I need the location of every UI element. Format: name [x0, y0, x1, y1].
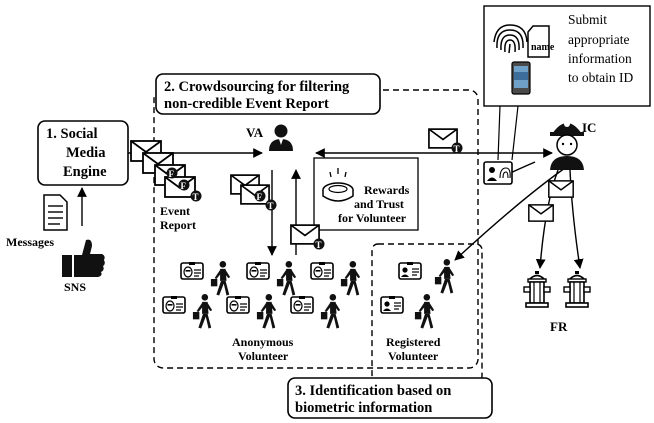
rewards-line-2: and Trust: [354, 197, 404, 211]
fr-label: FR: [550, 319, 568, 334]
walking-person-icon: [414, 294, 435, 329]
fake-badge: F: [254, 190, 266, 202]
fingerprint-icon: [493, 24, 528, 54]
fire-hydrant-icon: [523, 270, 551, 308]
crowdsourcing-title-box: 2. Crowdsourcing for filtering non-credi…: [155, 73, 381, 115]
sme-line-1: 1. Social: [46, 126, 98, 142]
svg-text:T: T: [454, 144, 460, 154]
arrow-ic-to-registered: [454, 167, 566, 261]
registered-label-1: Registered: [386, 335, 441, 349]
svg-text:T: T: [193, 192, 199, 202]
rewards-box: Rewards and Trust for Volunteer: [313, 157, 419, 231]
svg-text:F: F: [257, 192, 263, 202]
svg-text:F: F: [181, 181, 187, 191]
anonymous-volunteers: [162, 261, 361, 329]
id-card-icon: [180, 262, 204, 280]
id-card-icon: [162, 296, 186, 314]
walking-person-icon: [192, 294, 213, 329]
envelope-stack-va: F T: [230, 174, 277, 211]
arrow-ic-to-fr-2: [569, 169, 584, 269]
crowdsourcing-title-line-2: non-credible Event Report: [164, 96, 329, 112]
true-badge: T: [313, 238, 325, 250]
name-card-icon: name: [527, 25, 555, 58]
true-badge: T: [451, 142, 463, 154]
walking-person-icon: [340, 261, 361, 296]
smartphone-icon: [511, 61, 531, 95]
submit-line-1: Submit: [568, 12, 607, 27]
true-badge: T: [265, 199, 277, 211]
ic-label: IC: [582, 120, 596, 135]
fake-badge: F: [178, 179, 190, 191]
svg-text:T: T: [316, 240, 322, 250]
submit-line-3: information: [568, 51, 632, 66]
thumbs-up-icon: [62, 239, 105, 277]
registered-volunteers: [380, 259, 455, 329]
va-label: VA: [246, 125, 264, 140]
envelope-ic-1: [548, 180, 574, 198]
walking-person-icon: [256, 294, 277, 329]
sns-label: SNS: [64, 280, 86, 294]
fire-hydrant-icon: [563, 270, 591, 308]
identification-title-box: 3. Identification based on biometric inf…: [287, 377, 493, 419]
registered-label-2: Volunteer: [388, 349, 439, 363]
rewards-line-1: Rewards: [364, 183, 410, 197]
coin-icon: [322, 168, 354, 202]
true-badge: T: [190, 190, 202, 202]
walking-person-icon: [320, 294, 341, 329]
submit-line-2: appropriate: [568, 32, 629, 47]
walking-person-icon: [434, 259, 455, 294]
identification-title-line-1: 3. Identification based on: [295, 383, 451, 399]
id-card-icon: [290, 296, 314, 314]
document-icon: [43, 194, 68, 231]
anonymous-label-1: Anonymous: [232, 335, 294, 349]
id-card-icon: [310, 262, 334, 280]
rewards-line-3: for Volunteer: [338, 211, 407, 225]
sme-line-3: Engine: [63, 164, 107, 180]
crowdsourcing-title-line-1: 2. Crowdsourcing for filtering: [164, 79, 350, 95]
walking-person-icon: [276, 261, 297, 296]
walking-person-icon: [210, 261, 231, 296]
submit-line-4: to obtain ID: [568, 70, 633, 85]
envelope-true-lower: T: [290, 224, 325, 250]
envelope-ic-2: [528, 204, 554, 222]
identification-title-line-2: biometric information: [295, 400, 432, 416]
event-report-label-2: Report: [160, 218, 196, 232]
event-report-envelopes: F F T: [130, 140, 202, 202]
anonymous-label-2: Volunteer: [238, 349, 289, 363]
submit-info-callout: name Submit appropriate information to o…: [483, 5, 651, 161]
name-tag-label: name: [531, 42, 555, 53]
id-card-icon: [398, 262, 422, 280]
id-card-icon: [246, 262, 270, 280]
event-report-label-1: Event: [160, 204, 190, 218]
envelope-true-top: T: [428, 128, 463, 154]
police-officer-icon: [550, 121, 584, 170]
svg-text:F: F: [169, 169, 175, 179]
messages-label: Messages: [6, 235, 54, 249]
id-card-icon: [226, 296, 250, 314]
biometric-card: [483, 161, 513, 185]
social-media-engine-box: 1. Social Media Engine: [37, 120, 129, 186]
sme-line-2: Media: [66, 145, 106, 161]
svg-text:T: T: [268, 201, 274, 211]
person-icon: [269, 124, 293, 151]
fake-badge: F: [166, 167, 178, 179]
id-card-icon: [380, 296, 404, 314]
